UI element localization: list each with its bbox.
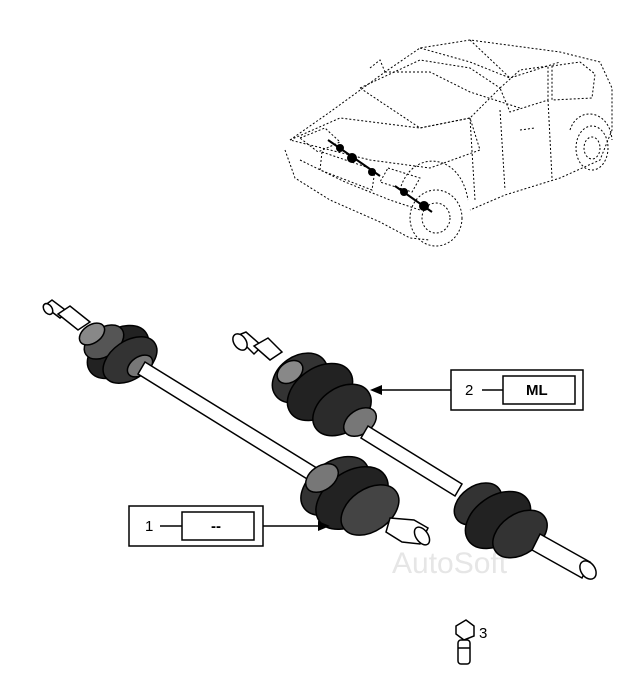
drive-shaft-1 [42,299,431,546]
callout-2-code: ML [526,382,548,399]
callout-1-code: -- [211,518,221,535]
car-shaft-highlight [327,139,433,213]
boot-2-inner [271,352,378,438]
boot-1-outer [300,455,400,536]
part-3-label: 3 [479,625,487,642]
watermark-text: AutoSoft [392,547,508,580]
callout-2 [370,369,584,411]
callout-1-number: 1 [145,518,153,535]
drive-shaft-2 [232,331,597,580]
bolt-part-3 [455,619,475,665]
callout-2-number: 2 [465,382,473,399]
callout-1 [128,505,330,547]
car-illustration [284,39,613,247]
